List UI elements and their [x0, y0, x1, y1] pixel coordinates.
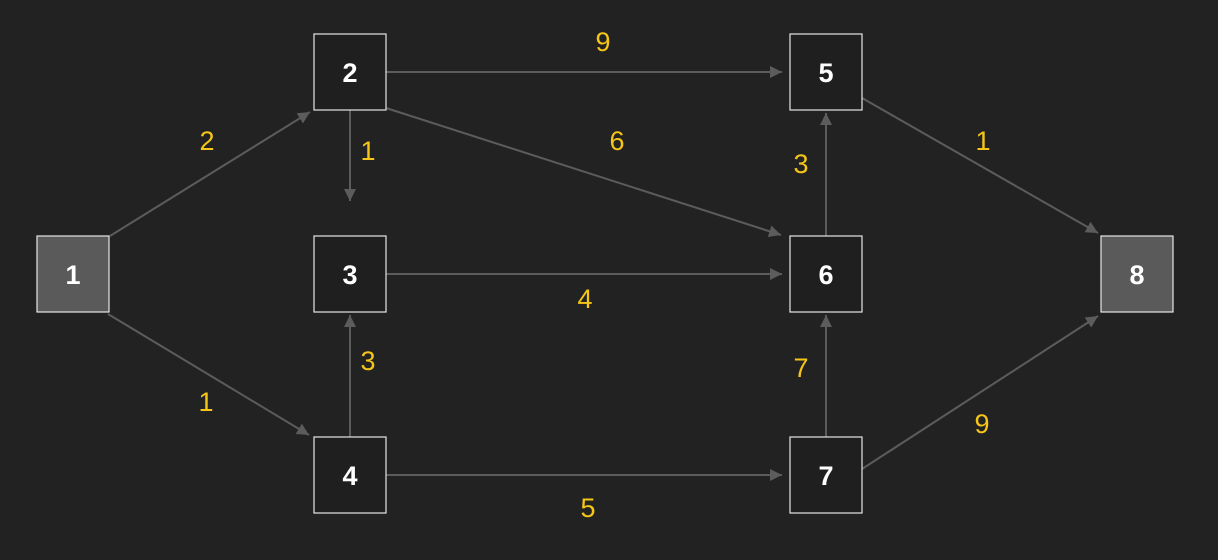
node-label-1: 1 [65, 260, 80, 290]
node-box-6 [789, 235, 863, 313]
node-6: 6 [789, 235, 863, 313]
node-2: 2 [313, 33, 387, 111]
edge-weight-1-4: 1 [198, 387, 213, 417]
node-3: 3 [313, 235, 387, 313]
node-box-1 [36, 235, 110, 313]
edge-2-6 [385, 107, 782, 238]
node-label-5: 5 [818, 58, 833, 88]
edge-weight-6-5: 3 [793, 149, 808, 179]
node-box-2 [313, 33, 387, 111]
node-box-7 [789, 436, 863, 514]
node-1: 1 [36, 235, 110, 313]
edge-weight-2-3: 1 [360, 136, 375, 166]
node-label-3: 3 [342, 260, 357, 290]
node-box-4 [313, 436, 387, 514]
edge-weight-7-6: 7 [793, 353, 808, 383]
edge-5-8 [861, 97, 1099, 234]
node-label-4: 4 [342, 461, 357, 491]
edge-1-2 [109, 111, 311, 237]
edge-weights: 2 1 9 1 6 4 3 5 3 7 1 9 [198, 27, 990, 523]
edge-7-8 [861, 315, 1099, 470]
edges [107, 66, 1099, 481]
edge-weight-4-7: 5 [580, 493, 595, 523]
node-label-8: 8 [1129, 260, 1144, 290]
edge-weight-7-8: 9 [974, 409, 989, 439]
nodes: 1 2 3 4 5 6 7 8 [36, 33, 1174, 514]
node-box-8 [1100, 235, 1174, 313]
edge-weight-3-6: 4 [577, 284, 592, 314]
node-label-7: 7 [818, 461, 833, 491]
node-label-6: 6 [818, 260, 833, 290]
node-8: 8 [1100, 235, 1174, 313]
node-label-2: 2 [342, 58, 357, 88]
edge-weight-5-8: 1 [975, 126, 990, 156]
edge-weight-2-6: 6 [609, 126, 624, 156]
edge-weight-4-3: 3 [360, 346, 375, 376]
edge-weight-2-5: 9 [595, 27, 610, 57]
edge-1-4 [107, 313, 310, 436]
node-box-3 [313, 235, 387, 313]
node-7: 7 [789, 436, 863, 514]
node-5: 5 [789, 33, 863, 111]
node-4: 4 [313, 436, 387, 514]
node-box-5 [789, 33, 863, 111]
edge-weight-1-2: 2 [199, 126, 214, 156]
